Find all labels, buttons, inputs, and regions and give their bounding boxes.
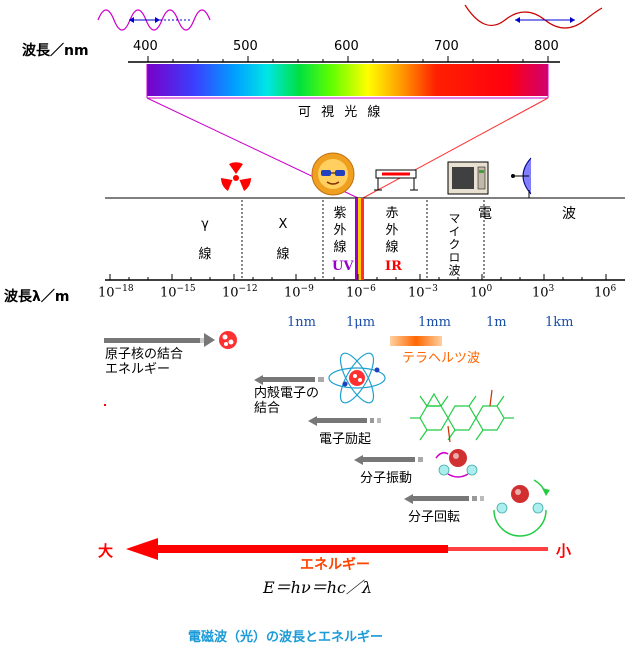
visible-band <box>358 198 361 280</box>
molecule-rotation-icon <box>493 479 550 537</box>
unit-1km: 1km <box>545 315 574 330</box>
wavelength-axis-ticks <box>109 274 607 280</box>
microwave-oven-icon <box>447 161 489 195</box>
sun-glasses-icon <box>311 152 355 196</box>
wavelength-tick-label: 10−3 <box>408 284 438 301</box>
rotation-arrow <box>404 494 484 504</box>
wavelength-tick-label: 10−6 <box>346 284 376 301</box>
energy-label: エネルギー <box>300 557 370 573</box>
unit-1um: 1μm <box>346 315 376 330</box>
atom-icon <box>328 352 386 404</box>
unit-1nm: 1nm <box>287 315 316 330</box>
wavelength-tick-label: 103 <box>532 284 555 301</box>
region-microwave: マイクロ波 <box>447 212 461 277</box>
region-ir: 赤外線 <box>385 206 399 255</box>
unit-1m: 1m <box>486 315 507 330</box>
satellite-dish-icon <box>511 157 532 198</box>
figure-caption: 電磁波（光）の波長とエネルギー <box>188 630 384 645</box>
region-uv: 紫外線 <box>333 206 347 255</box>
wavelength-tick-label: 10−12 <box>222 284 258 301</box>
nm-tick-label: 700 <box>434 39 459 54</box>
uv-boundary <box>355 198 358 280</box>
nm-tick-label: 400 <box>133 39 158 54</box>
energy-arrow <box>126 538 548 560</box>
nm-tick-label: 800 <box>534 39 559 54</box>
visible-spectrum-bar <box>147 64 548 96</box>
nm-tick-label: 500 <box>233 39 258 54</box>
region-radio: 電 波 <box>478 206 576 222</box>
wavelength-tick-label: 10−9 <box>284 284 314 301</box>
label-inner-shell: 内殻電子の結合 <box>254 386 320 416</box>
label-electron-excitation: 電子励起 <box>319 432 372 447</box>
radiation-icon <box>221 162 251 191</box>
energy-formula: E＝hν＝hc／λ <box>263 578 373 597</box>
nuclear-icon <box>219 331 237 349</box>
uv-tag: UV <box>332 259 354 274</box>
heater-icon <box>374 169 418 191</box>
wavelength-axis-title: 波長λ／m <box>4 289 70 305</box>
wavelength-tick-label: 10−18 <box>98 284 134 301</box>
molecule-vibration-icon <box>435 449 478 478</box>
ir-tag: IR <box>385 259 402 274</box>
terahertz-label: テラヘルツ波 <box>402 351 481 366</box>
zoom-line-right <box>362 97 549 199</box>
energy-small-label: 小 <box>556 542 572 560</box>
long-wave-illustration <box>464 4 603 29</box>
nuclear-arrow <box>104 333 215 347</box>
label-molecular-vibration: 分子振動 <box>360 471 413 486</box>
nm-tick-label: 600 <box>334 39 359 54</box>
inner-shell-arrow <box>254 375 324 385</box>
energy-large-label: 大 <box>98 542 114 560</box>
ir-boundary <box>361 198 364 280</box>
terahertz-band <box>390 336 442 346</box>
molecule-structure-icon <box>410 389 514 443</box>
label-molecular-rotation: 分子回転 <box>408 510 461 525</box>
nm-axis-title: 波長／nm <box>22 43 89 59</box>
region-dividers <box>241 200 485 280</box>
label-nuclear: 原子核の結合エネルギー <box>105 347 184 377</box>
wavelength-tick-label: 106 <box>594 284 617 301</box>
unit-1mm: 1mm <box>418 315 451 330</box>
vibration-arrow <box>354 455 423 465</box>
short-wave-illustration <box>97 9 211 31</box>
wavelength-tick-label: 10−15 <box>160 284 196 301</box>
wavelength-tick-label: 100 <box>470 284 493 301</box>
electron-excitation-arrow <box>308 416 381 426</box>
visible-light-label: 可 視 光 線 <box>298 105 384 120</box>
nm-axis-ticks <box>147 56 549 62</box>
